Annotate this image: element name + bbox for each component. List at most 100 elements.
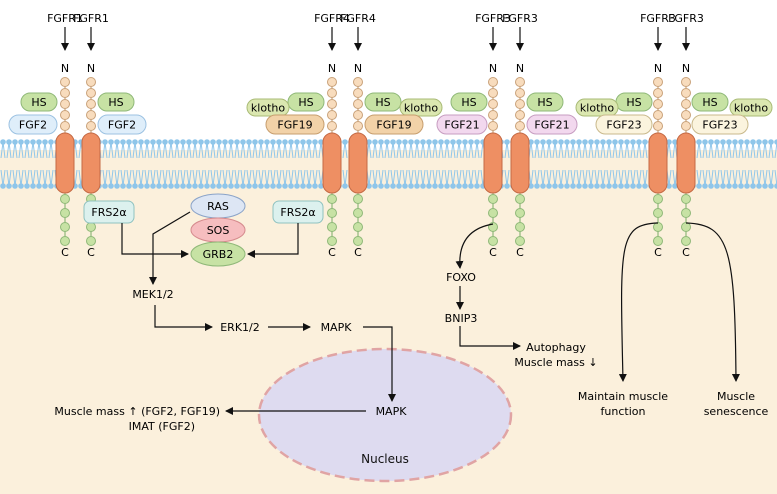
hs-pill xyxy=(287,92,325,112)
lipid-head xyxy=(636,183,642,189)
lipid-head xyxy=(714,183,720,189)
lipid-head xyxy=(762,139,768,145)
lipid-head xyxy=(618,183,624,189)
kinase-domain-bead xyxy=(86,222,96,232)
imat-outcome: IMAT (FGF2) xyxy=(129,420,195,433)
muscle-mass-up-outcome: Muscle mass ↑ (FGF2, FGF19) xyxy=(54,405,220,418)
ig-domain-bead xyxy=(353,77,363,87)
lipid-head xyxy=(150,183,156,189)
lipid-head xyxy=(642,139,648,145)
lipid-head xyxy=(342,139,348,145)
lipid-head xyxy=(768,183,774,189)
lipid-head xyxy=(594,139,600,145)
foxo-label: FOXO xyxy=(446,271,476,284)
lipid-head xyxy=(132,183,138,189)
n-terminus-label: N xyxy=(516,62,524,75)
ig-domain-bead xyxy=(86,88,96,98)
ig-domain-bead xyxy=(681,99,691,109)
lipid-head xyxy=(708,183,714,189)
c-terminus-label: C xyxy=(654,246,662,259)
lipid-head xyxy=(672,183,678,189)
lipid-head xyxy=(750,183,756,189)
hs-label: HS xyxy=(626,96,641,109)
lipid-head xyxy=(162,183,168,189)
ig-domain-bead xyxy=(86,121,96,131)
lipid-head xyxy=(456,139,462,145)
lipid-head xyxy=(234,183,240,189)
lipid-head xyxy=(432,183,438,189)
ig-domain-bead xyxy=(353,121,363,131)
n-terminus-label: N xyxy=(654,62,662,75)
lipid-head xyxy=(186,183,192,189)
lipid-head xyxy=(504,139,510,145)
lipid-head xyxy=(108,183,114,189)
lipid-head xyxy=(774,183,777,189)
lipid-head xyxy=(540,183,546,189)
lipid-head xyxy=(30,139,36,145)
kinase-domain-bead xyxy=(353,194,363,204)
lipid-head xyxy=(582,183,588,189)
kinase-domain-bead xyxy=(515,222,525,232)
lipid-head xyxy=(126,183,132,189)
frs2a-box xyxy=(83,200,135,224)
kinase-domain-bead xyxy=(60,236,70,246)
hs-cofactors: HS HS HS HS HS HS HS HS xyxy=(20,92,729,112)
lipid-head xyxy=(528,183,534,189)
lipid-head xyxy=(192,183,198,189)
klotho-pill xyxy=(246,98,290,117)
lipid-head xyxy=(18,139,24,145)
lipid-head xyxy=(48,183,54,189)
lipid-head xyxy=(756,183,762,189)
ig-domain-bead xyxy=(653,110,663,120)
ig-domain-bead xyxy=(681,110,691,120)
klotho-cofactors: klotho klotho klotho klotho xyxy=(246,98,773,117)
kinase-domain-bead xyxy=(60,222,70,232)
lipid-head xyxy=(204,183,210,189)
lipid-head xyxy=(180,183,186,189)
lipid-head xyxy=(588,139,594,145)
lipid-head xyxy=(540,139,546,145)
signaling-arrows xyxy=(121,211,740,415)
lipid-head xyxy=(396,183,402,189)
lipid-head xyxy=(156,183,162,189)
frs2a-label: FRS2α xyxy=(280,206,315,219)
ig-domain-bead xyxy=(86,77,96,87)
transmembrane-domain xyxy=(676,132,696,194)
fgfr-receptor xyxy=(348,77,368,246)
lipid-head xyxy=(774,139,777,145)
transmembrane-domain xyxy=(348,132,368,194)
lipid-head xyxy=(720,139,726,145)
lipid-head xyxy=(564,183,570,189)
lipid-head xyxy=(546,183,552,189)
fgfr1-right-label: FGFR1 xyxy=(73,12,109,25)
lipid-head xyxy=(252,183,258,189)
ig-domain-bead xyxy=(681,88,691,98)
ras-sos-grb2-complex: RAS SOS GRB2 xyxy=(190,193,246,267)
kinase-domain-bead xyxy=(353,208,363,218)
lipid-head xyxy=(444,139,450,145)
ig-domain-bead xyxy=(353,99,363,109)
lipid-head xyxy=(270,139,276,145)
lipid-head xyxy=(294,183,300,189)
ig-domain-bead xyxy=(60,88,70,98)
lipid-head xyxy=(630,183,636,189)
fgf19-pill xyxy=(265,114,325,135)
lipid-head xyxy=(216,183,222,189)
lipid-head xyxy=(378,139,384,145)
maintain-function-outcome: function xyxy=(601,405,646,418)
lipid-head xyxy=(42,139,48,145)
lipid-head xyxy=(138,139,144,145)
ligands: FGF2 FGF2 FGF19 FGF19 FGF21 FGF21 FGF23 … xyxy=(8,114,749,135)
n-terminus-label: N xyxy=(328,62,336,75)
lipid-head xyxy=(618,139,624,145)
lipid-head xyxy=(558,183,564,189)
lipid-head xyxy=(528,139,534,145)
lipid-head xyxy=(552,139,558,145)
fgfr3-to-maintain-arrow xyxy=(618,222,659,382)
fgf2-pill xyxy=(8,114,58,135)
frs2a-adaptors: FRS2α FRS2α xyxy=(83,200,324,224)
ig-domain-bead xyxy=(515,99,525,109)
lipid-head xyxy=(474,183,480,189)
lipid-head xyxy=(144,139,150,145)
lipid-head xyxy=(504,183,510,189)
